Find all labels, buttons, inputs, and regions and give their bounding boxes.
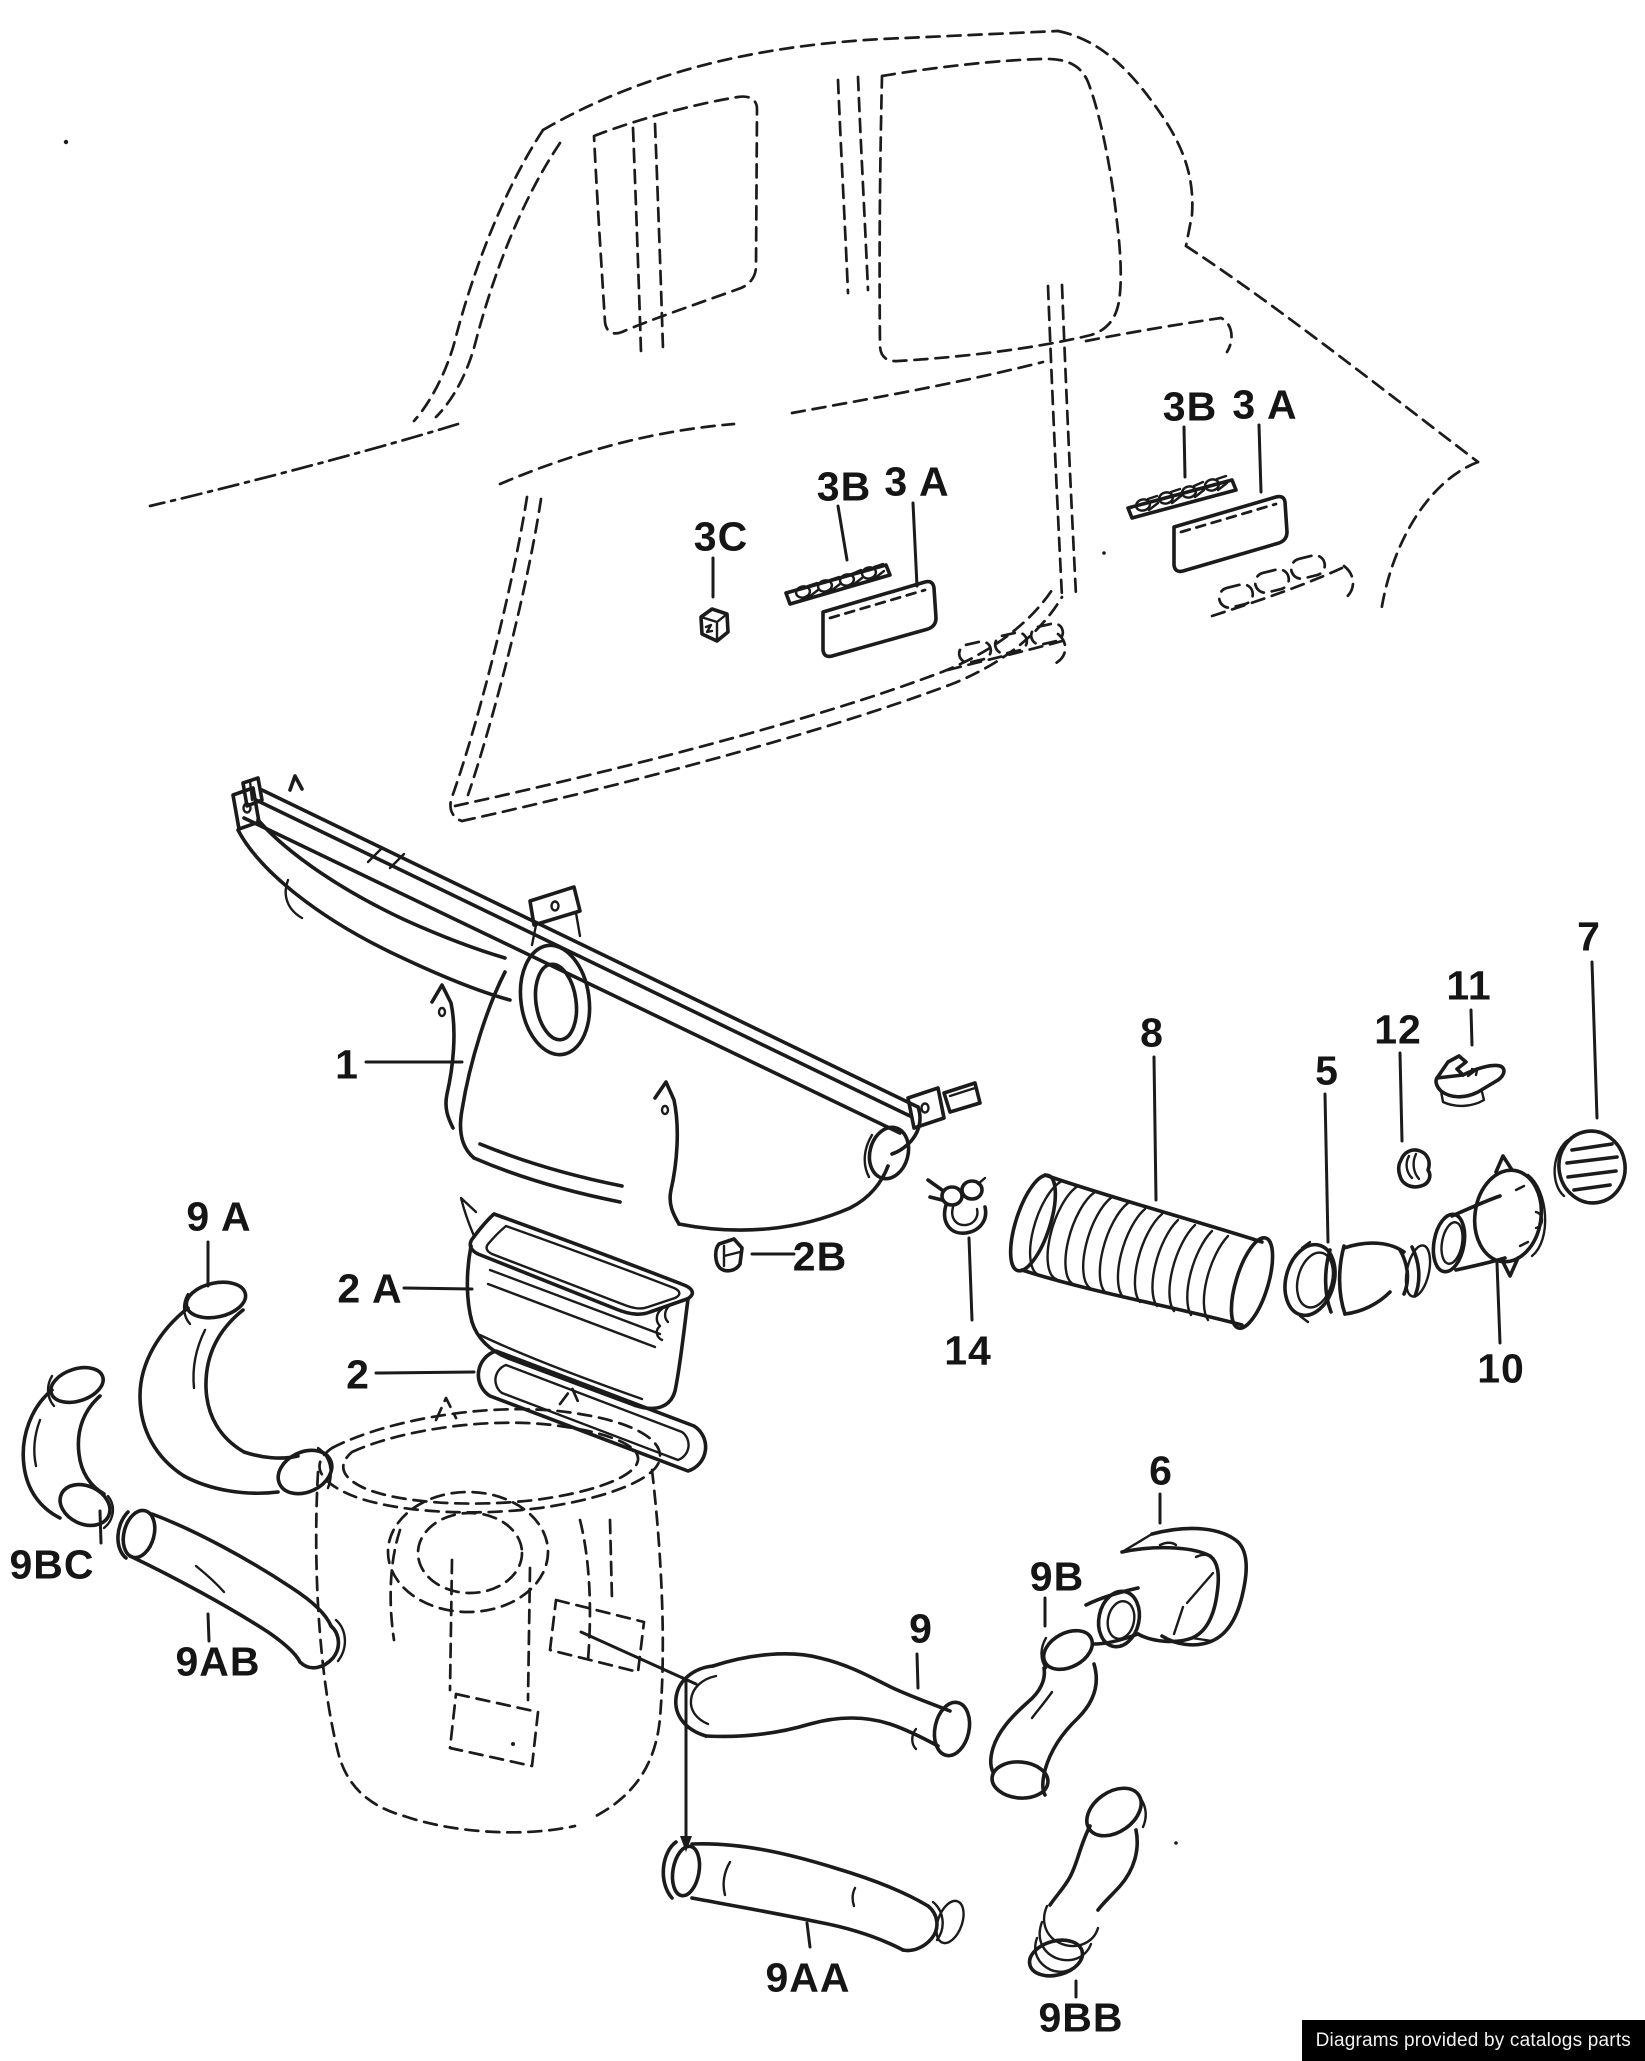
part-labels: 1 2 A 2 2B 3C 3B 3 A 3B: [9, 381, 1601, 2040]
label-12-text: 12: [1374, 1006, 1422, 1052]
hose-9: [674, 1652, 972, 1758]
label-5: 5: [1315, 1047, 1339, 1244]
rear-door-vent-parts: [1126, 474, 1289, 574]
part-2b-clip: [713, 1237, 744, 1273]
speck: [1102, 551, 1106, 555]
explode-line-to-hose-9: [579, 1630, 698, 1686]
label-10-text: 10: [1477, 1345, 1525, 1391]
part-11-bracket: [1434, 1054, 1506, 1108]
label-3b-front-text: 3B: [817, 463, 871, 509]
label-2: 2: [346, 1351, 476, 1397]
arrow-down-icon: [680, 1836, 692, 1852]
label-9bb: 9BB: [1038, 1979, 1123, 2040]
label-9bc-text: 9BC: [9, 1541, 94, 1587]
hose-9ab: [116, 1508, 347, 1670]
hose-9b: [988, 1628, 1099, 1800]
label-3a-rear: 3 A: [1232, 381, 1297, 494]
label-8: 8: [1140, 1009, 1164, 1202]
label-9b-text: 9B: [1030, 1553, 1084, 1599]
heater-box-dashed: [314, 1386, 698, 1852]
part-2-seal-gasket: [476, 1349, 708, 1473]
label-14: 14: [944, 1236, 992, 1373]
label-9-text: 9: [909, 1605, 933, 1651]
label-3a-front: 3 A: [884, 458, 949, 588]
label-9aa-text: 9AA: [765, 1954, 850, 2000]
hose-9bb: [1027, 1786, 1178, 1978]
part-10-vent-housing: [1431, 1154, 1547, 1278]
label-8-text: 8: [1140, 1009, 1164, 1055]
label-3a-front-text: 3 A: [884, 458, 949, 504]
label-7: 7: [1577, 913, 1601, 1120]
rear-door-slots: [1210, 553, 1355, 618]
part-1-air-distribution-housing: [231, 774, 982, 1232]
label-10: 10: [1477, 1261, 1525, 1391]
part-3a-vent-panel-rear: [1172, 494, 1289, 574]
front-door-slots: [946, 622, 1068, 672]
label-1-text: 1: [335, 1041, 359, 1087]
label-9bb-text: 9BB: [1038, 1994, 1123, 2040]
label-11-text: 11: [1446, 962, 1491, 1008]
speck: [63, 139, 69, 145]
part-3b-vent-strip-front: [784, 562, 892, 606]
part-7-round-grille: [1553, 1129, 1627, 1205]
label-14-text: 14: [944, 1327, 992, 1373]
speck: [511, 1742, 515, 1746]
label-3b-rear: 3B: [1163, 383, 1217, 479]
part-3c-clip: [699, 607, 730, 643]
label-11: 11: [1446, 962, 1491, 1047]
part-8-corrugated-hose: [1008, 1173, 1275, 1330]
label-12: 12: [1374, 1006, 1422, 1143]
label-6-text: 6: [1149, 1447, 1173, 1493]
front-door-vent-parts: [699, 562, 938, 659]
part-3b-vent-strip-rear: [1126, 474, 1238, 520]
label-3c-text: 3C: [694, 513, 748, 559]
label-3a-rear-text: 3 A: [1232, 381, 1297, 427]
label-2a-text: 2 A: [337, 1265, 402, 1311]
part-3a-vent-panel-front: [821, 579, 938, 659]
label-6: 6: [1149, 1447, 1173, 1525]
part-5-elbow-hose: [1283, 1240, 1432, 1324]
label-7-text: 7: [1577, 913, 1601, 959]
label-9bc: 9BC: [9, 1509, 103, 1587]
label-3b-front: 3B: [817, 463, 871, 562]
label-2b-text: 2B: [793, 1233, 847, 1279]
label-9aa: 9AA: [765, 1921, 850, 2000]
label-2b: 2B: [750, 1233, 847, 1279]
hose-9aa: [661, 1840, 965, 1953]
label-3c: 3C: [694, 513, 748, 599]
label-9b: 9B: [1030, 1553, 1084, 1628]
label-9a-text: 9 A: [186, 1193, 251, 1239]
watermark-badge: Diagrams provided by catalogs parts: [1301, 2020, 1645, 2061]
label-9: 9: [909, 1605, 933, 1690]
hose-9a: [138, 1280, 334, 1496]
label-9ab-text: 9AB: [175, 1638, 260, 1684]
label-5-text: 5: [1315, 1047, 1339, 1093]
car-body-outline: [63, 29, 1480, 1746]
part-14-clamp: [926, 1176, 988, 1235]
watermark-text: Diagrams provided by catalogs parts: [1315, 2029, 1631, 2051]
label-9ab: 9AB: [175, 1612, 260, 1684]
label-2-text: 2: [346, 1351, 370, 1397]
label-2a: 2 A: [337, 1265, 474, 1311]
hose-9bc: [21, 1365, 115, 1530]
label-1: 1: [335, 1041, 464, 1087]
label-9a: 9 A: [186, 1193, 251, 1288]
part-6-side-vent: [1084, 1526, 1249, 1649]
part-12-clip: [1396, 1148, 1432, 1189]
label-3b-rear-text: 3B: [1163, 383, 1217, 429]
